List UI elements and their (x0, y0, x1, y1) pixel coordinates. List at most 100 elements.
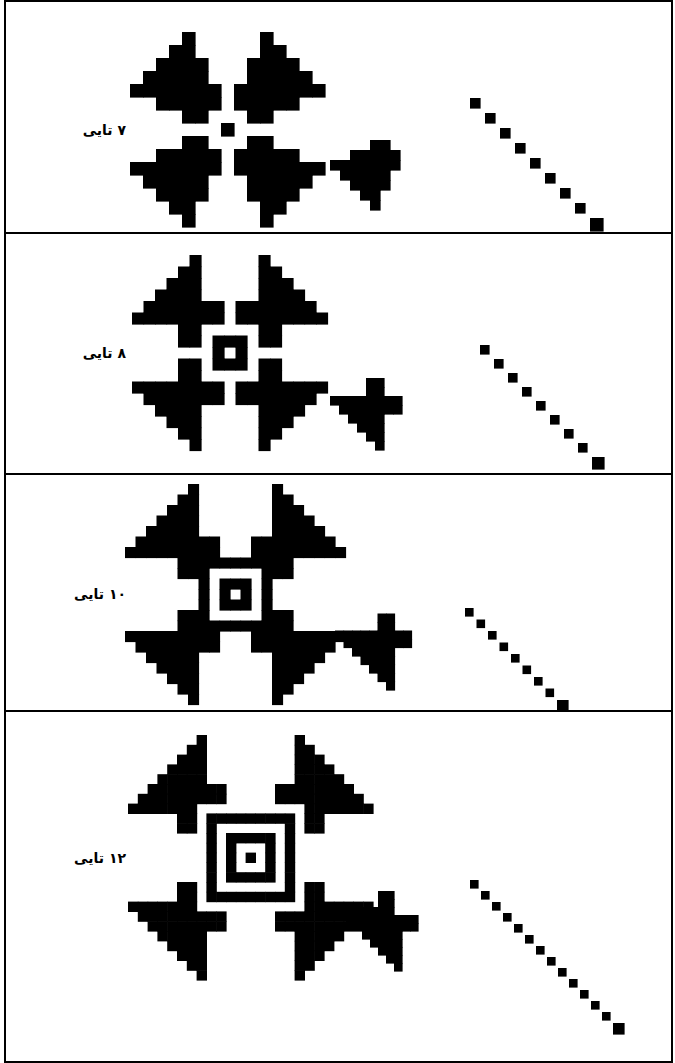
star-cell (270, 393, 282, 405)
star-cell (312, 84, 326, 98)
star-cell (259, 439, 271, 451)
star-cell (195, 84, 209, 98)
star-cell (295, 784, 305, 794)
star-cell (344, 794, 354, 804)
star-cell (216, 892, 226, 902)
star-cell (187, 902, 197, 912)
star-cell (195, 97, 209, 111)
diagonal-dot (613, 1023, 625, 1035)
motif-cell (357, 423, 367, 433)
star-cell (273, 58, 287, 72)
star-cell (195, 110, 209, 124)
motif-cell (386, 955, 395, 964)
star-cell (190, 439, 202, 451)
star-cell (167, 774, 177, 784)
star-cell (247, 84, 261, 98)
diagonal-dot (523, 666, 532, 675)
motif-cell (361, 639, 370, 648)
star-cell (132, 313, 144, 325)
star-cell (283, 568, 294, 579)
star-cell (157, 921, 167, 931)
star-cell (314, 784, 324, 794)
star-cell (251, 621, 262, 632)
star-cell (265, 813, 275, 823)
star-cell (138, 911, 148, 921)
star-cell (305, 393, 317, 405)
star-cell (344, 784, 354, 794)
diagonal-dot (547, 957, 556, 966)
star-cell (206, 892, 216, 902)
star-cell (148, 794, 158, 804)
star-cell (190, 290, 202, 302)
star-cell (260, 201, 274, 215)
star-cell (167, 313, 179, 325)
star-cell (270, 324, 282, 336)
motif-cell (384, 396, 394, 406)
star-cell (314, 902, 324, 912)
motif-cell (352, 648, 361, 657)
star-cell (178, 324, 190, 336)
star-cell (157, 931, 167, 941)
star-cell (304, 755, 314, 765)
motif-cell (360, 160, 371, 171)
star-cell (178, 537, 189, 548)
star-cell (270, 405, 282, 417)
star-cell (304, 547, 315, 558)
star-cell (272, 694, 283, 705)
diagonal-dot (558, 968, 567, 977)
star-cell (169, 84, 183, 98)
star-cell (286, 162, 300, 176)
star-cell (188, 558, 199, 569)
star-cell (216, 911, 226, 921)
star-cell (167, 941, 177, 951)
star-cell (144, 393, 156, 405)
star-cell (195, 58, 209, 72)
star-cell (325, 537, 336, 548)
star-cell (178, 416, 190, 428)
star-cell (324, 921, 334, 931)
star-cell (265, 892, 275, 902)
star-cell (199, 579, 210, 590)
star-cell (314, 526, 325, 537)
star-cell (178, 290, 190, 302)
star-cell (272, 495, 283, 506)
star-cell (247, 382, 259, 394)
star-cell (199, 558, 210, 569)
star-cell (285, 823, 295, 833)
star-cell (236, 393, 248, 405)
star-cell (197, 931, 207, 941)
motif-cell (378, 631, 387, 640)
star-cell (197, 960, 207, 970)
star-cell (265, 843, 275, 853)
motif-cell (390, 160, 401, 171)
star-cell (169, 71, 183, 85)
star-cell (190, 255, 202, 267)
motif-cell (348, 396, 358, 406)
star-cell (286, 188, 300, 202)
star-cell (157, 902, 167, 912)
star-cell (270, 290, 282, 302)
diagonal-dot (564, 429, 574, 439)
diagonal-dot (522, 387, 532, 397)
star-cell (182, 58, 196, 72)
motif-cell (360, 190, 371, 201)
motif-cell (386, 907, 395, 916)
star-cell (295, 941, 305, 951)
star-cell (199, 631, 210, 642)
star-cell (199, 600, 210, 611)
star-cell (206, 843, 216, 853)
star-cell (195, 162, 209, 176)
star-cell (314, 911, 324, 921)
star-cell (334, 804, 344, 814)
motif-cell (375, 405, 385, 415)
motif-cell (369, 656, 378, 665)
motif-cell (378, 899, 387, 908)
star-cell (143, 71, 157, 85)
star-cell (304, 652, 315, 663)
star-cell (188, 610, 199, 621)
diagonal-dot (602, 1012, 611, 1021)
motif-cell (386, 631, 395, 640)
star-cell (213, 301, 225, 313)
star-cell (167, 652, 178, 663)
star-cell (283, 547, 294, 558)
